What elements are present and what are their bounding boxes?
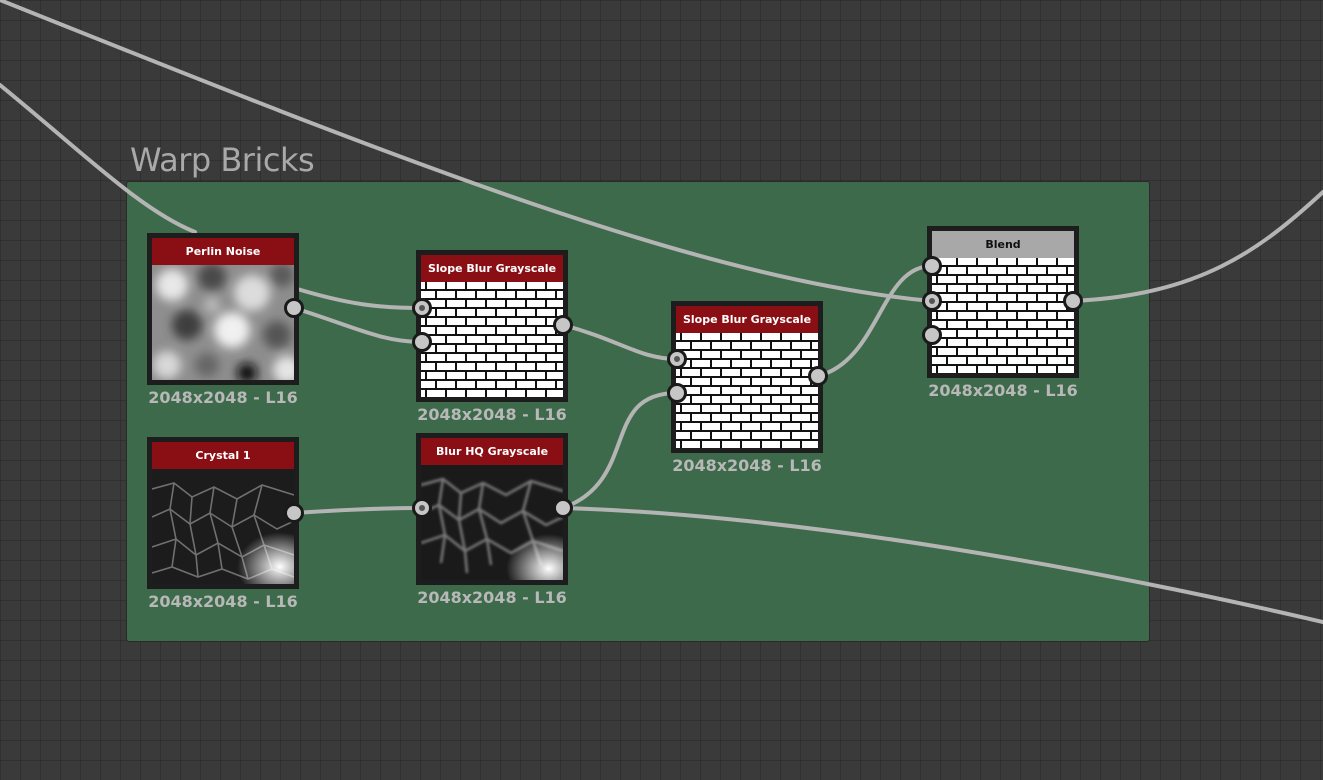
node-title: Blur HQ Grayscale [421, 438, 563, 465]
blend-thumbnail [932, 258, 1074, 373]
blur-hq-thumbnail [421, 465, 563, 580]
blend-input-port-3[interactable] [922, 325, 942, 345]
frame-title[interactable]: Warp Bricks [130, 141, 315, 179]
node-title: Slope Blur Grayscale [676, 306, 818, 333]
slope-blur-1-thumbnail [421, 282, 563, 397]
blend-resolution: 2048x2048 - L16 [928, 381, 1078, 400]
perlin-noise-thumbnail [152, 265, 294, 380]
node-title: Slope Blur Grayscale [421, 255, 563, 282]
slope1-resolution: 2048x2048 - L16 [417, 405, 567, 424]
node-title: Perlin Noise [152, 238, 294, 265]
slope-blur-2-thumbnail [676, 333, 818, 448]
node-blend[interactable]: Blend [927, 226, 1079, 378]
perlin-resolution: 2048x2048 - L16 [148, 388, 298, 407]
slope1-input-port-1[interactable] [412, 298, 432, 318]
slope2-input-port-1[interactable] [667, 349, 687, 369]
blurhq-input-port[interactable] [412, 498, 432, 518]
node-title: Crystal 1 [152, 442, 294, 469]
node-blur-hq-grayscale[interactable]: Blur HQ Grayscale [416, 433, 568, 585]
slope1-output-port[interactable] [553, 315, 573, 335]
node-slope-blur-grayscale-1[interactable]: Slope Blur Grayscale [416, 250, 568, 402]
slope2-output-port[interactable] [808, 366, 828, 386]
blend-output-port[interactable] [1063, 291, 1083, 311]
blend-input-port-2[interactable] [922, 291, 942, 311]
blurhq-output-port[interactable] [553, 498, 573, 518]
blend-input-port-1[interactable] [922, 256, 942, 276]
crystal-output-port[interactable] [284, 503, 304, 523]
node-crystal-1[interactable]: Crystal 1 [147, 437, 299, 589]
slope2-resolution: 2048x2048 - L16 [672, 456, 822, 475]
perlin-output-port[interactable] [284, 298, 304, 318]
blurhq-resolution: 2048x2048 - L16 [417, 588, 567, 607]
node-perlin-noise[interactable]: Perlin Noise [147, 233, 299, 385]
slope2-input-port-2[interactable] [667, 383, 687, 403]
node-slope-blur-grayscale-2[interactable]: Slope Blur Grayscale [671, 301, 823, 453]
slope1-input-port-2[interactable] [412, 332, 432, 352]
crystal-resolution: 2048x2048 - L16 [148, 592, 298, 611]
crystal-thumbnail [152, 469, 294, 584]
node-title: Blend [932, 231, 1074, 258]
